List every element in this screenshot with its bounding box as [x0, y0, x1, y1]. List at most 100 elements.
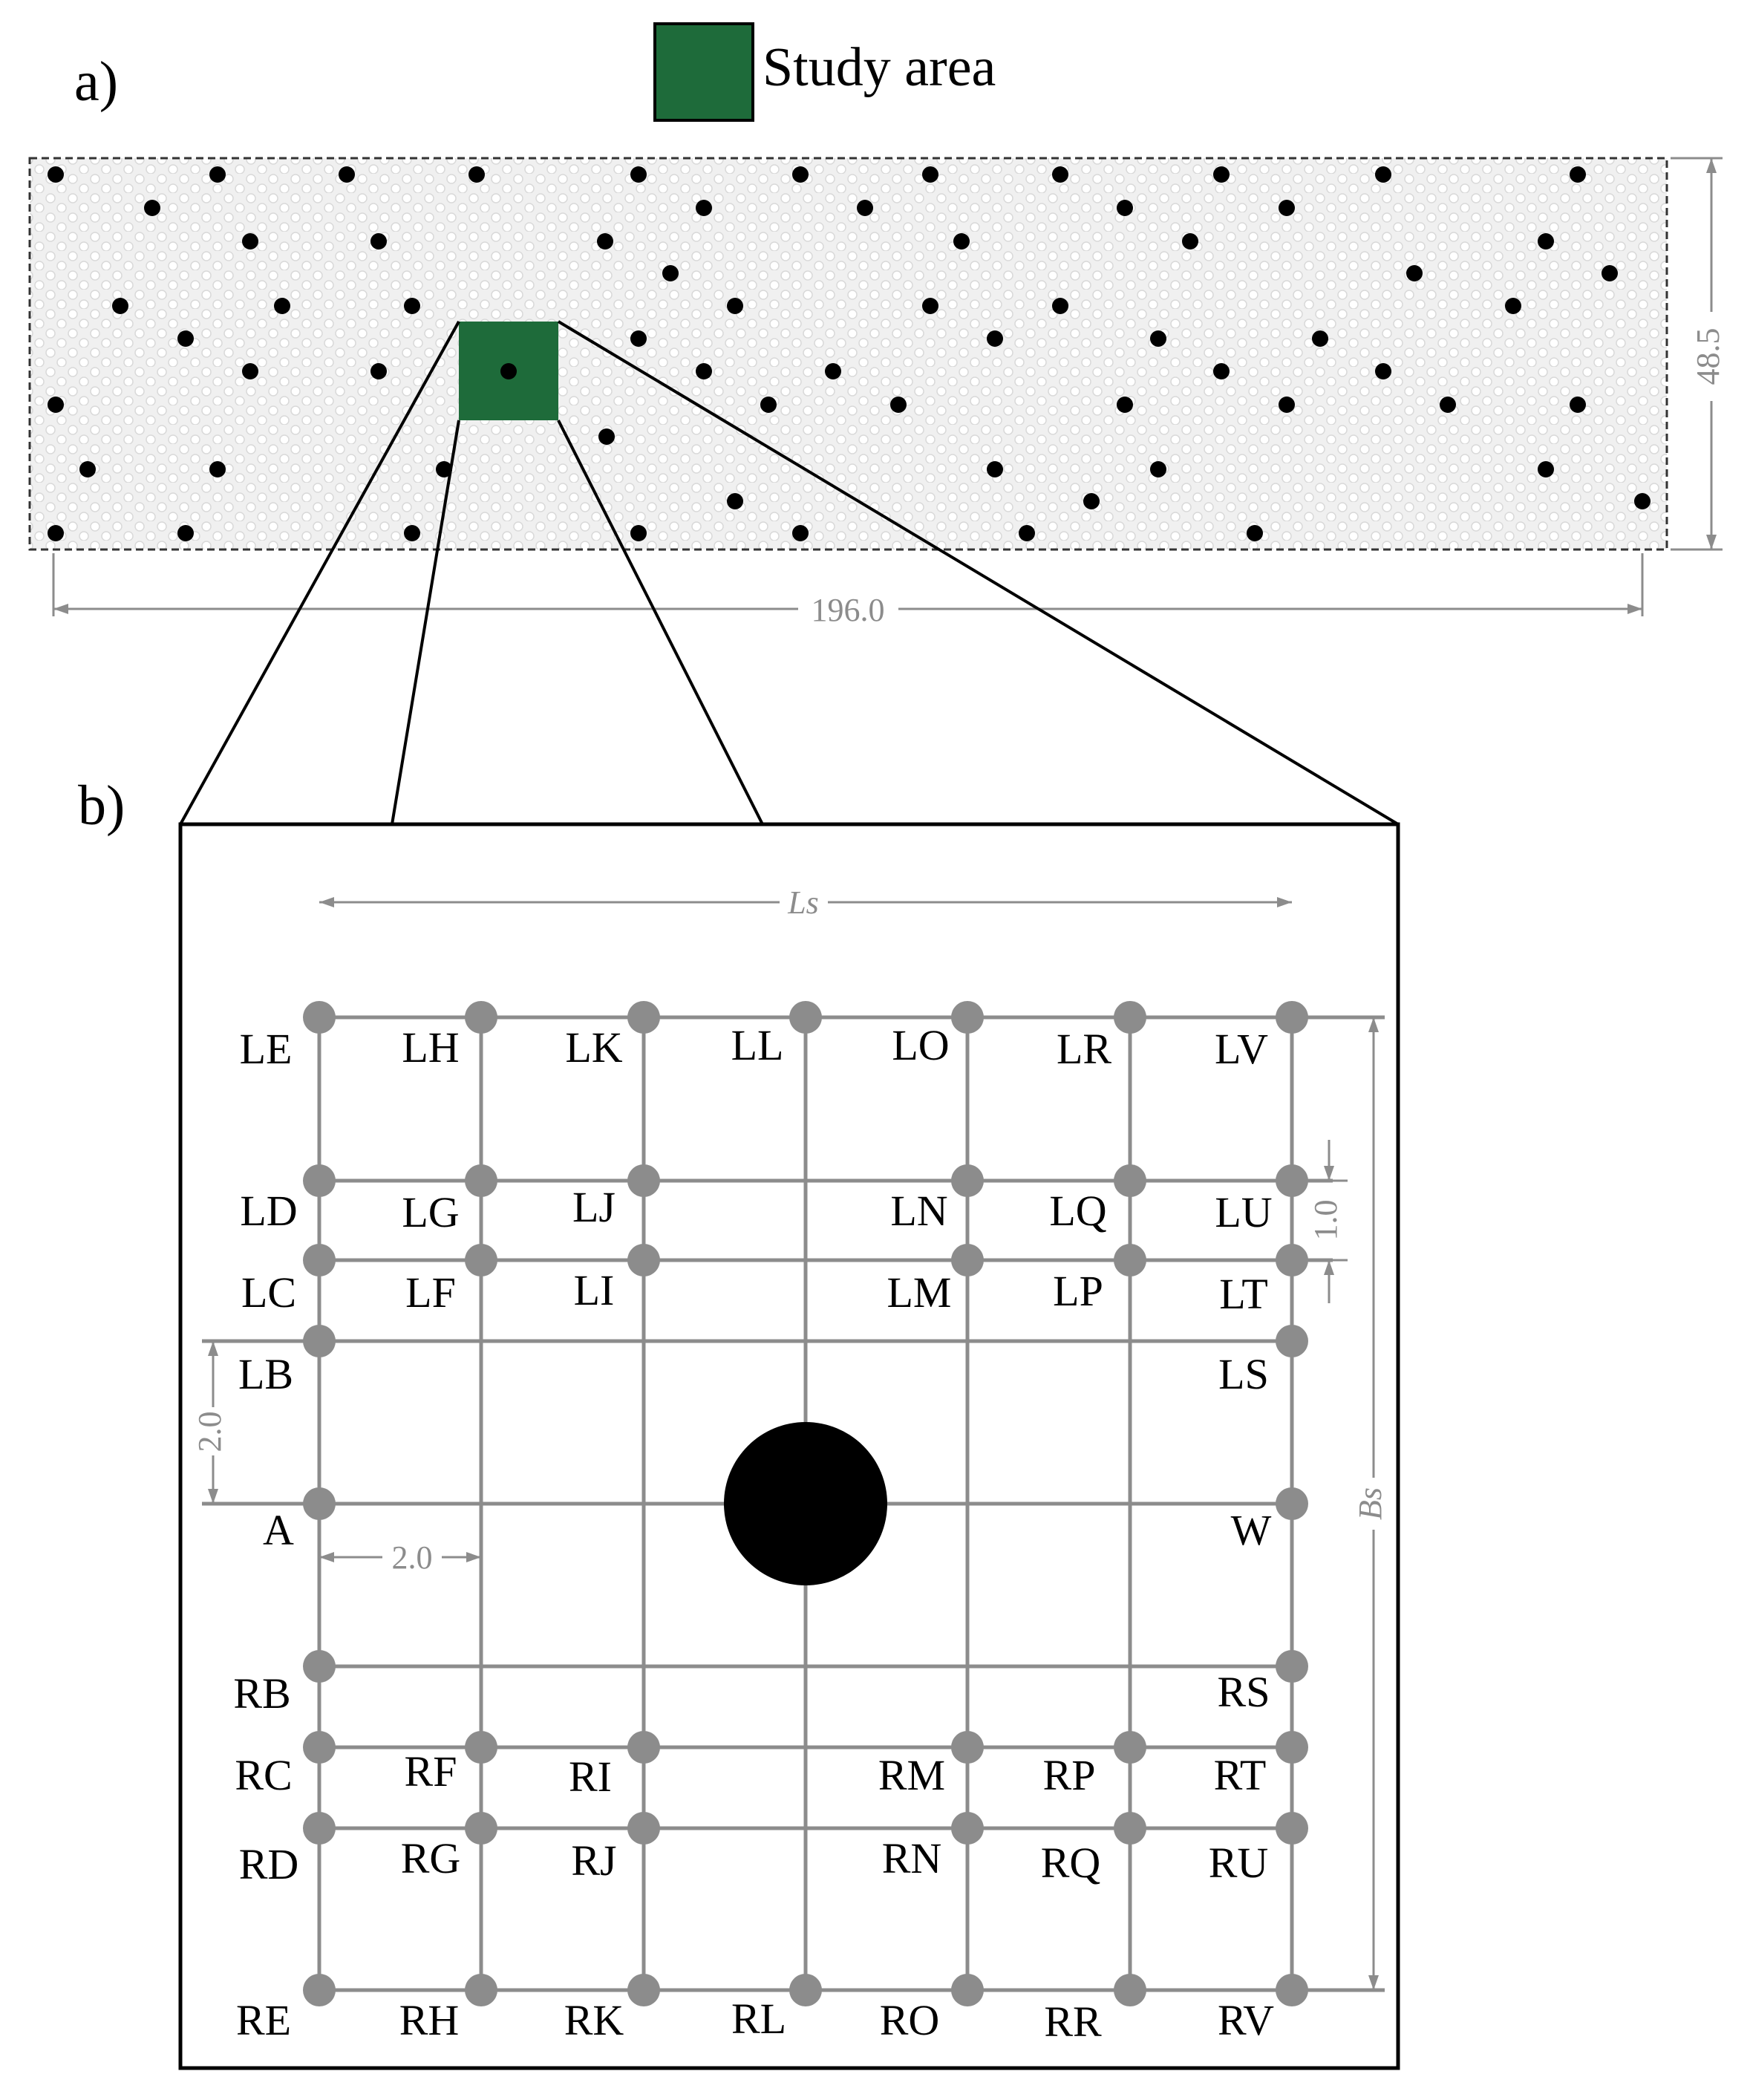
label-RT: RT — [1214, 1751, 1267, 1799]
bottom-spacing-label: 2.0 — [392, 1539, 433, 1576]
column-dot — [727, 298, 743, 314]
connector-inner-right — [557, 420, 764, 825]
measurement-node — [303, 1244, 336, 1276]
measurement-node — [951, 1812, 984, 1845]
label-LQ: LQ — [1049, 1187, 1106, 1235]
label-RS: RS — [1218, 1668, 1270, 1716]
column-dot — [825, 363, 841, 379]
measurement-node — [303, 1974, 336, 2006]
overview-area — [28, 157, 1668, 551]
column-dot — [370, 233, 387, 250]
small-spacing-arrow-bottom — [1324, 1260, 1334, 1275]
label-LE: LE — [240, 1025, 293, 1073]
measurement-node — [1276, 1325, 1308, 1357]
measurement-node — [303, 1164, 336, 1197]
column-dot — [1375, 363, 1391, 379]
column-dot — [922, 166, 938, 183]
measurement-node — [303, 1650, 336, 1683]
label-RD: RD — [239, 1840, 299, 1888]
measurement-node — [951, 1244, 984, 1276]
label-LB: LB — [238, 1350, 293, 1398]
column-dot — [1247, 525, 1263, 541]
panel-a-label: a) — [74, 50, 118, 113]
measurement-node — [1276, 1812, 1308, 1845]
column-dot — [630, 330, 647, 347]
label-LP: LP — [1053, 1267, 1103, 1315]
column-dot — [404, 525, 420, 541]
ls-dim-text: Ls — [787, 884, 819, 921]
column-dot — [1570, 397, 1586, 413]
column-dot — [1538, 461, 1554, 477]
column-dot — [987, 461, 1003, 477]
measurement-node — [627, 1001, 660, 1034]
measurement-node — [1276, 1487, 1308, 1520]
column-dot — [792, 166, 809, 183]
ls-dim-arrow-right — [1277, 897, 1292, 907]
connector-outer-left — [179, 321, 460, 825]
length-dim-label: 196.0 — [812, 592, 885, 628]
column-dot — [727, 493, 743, 509]
column-dot — [598, 428, 615, 445]
overview-panel: 196.0 48.5 — [28, 157, 1726, 628]
column-dot — [1117, 200, 1133, 216]
measurement-node — [1276, 1001, 1308, 1034]
label-LJ: LJ — [572, 1183, 616, 1231]
column-dot — [1634, 493, 1651, 509]
column-dot — [696, 363, 712, 379]
column-dot — [1150, 330, 1166, 347]
measurement-node — [1276, 1731, 1308, 1764]
label-RQ: RQ — [1041, 1839, 1101, 1887]
label-LM: LM — [887, 1268, 952, 1317]
measurement-node — [627, 1812, 660, 1845]
width-dim-label: 48.5 — [1690, 328, 1726, 385]
column-dot — [1182, 233, 1198, 250]
measurement-node — [303, 1001, 336, 1034]
label-A: A — [263, 1506, 294, 1554]
measurement-node — [1276, 1244, 1308, 1276]
column-dot — [792, 525, 809, 541]
measurement-node — [789, 1001, 822, 1034]
column-dot — [1019, 525, 1035, 541]
measurement-node — [627, 1164, 660, 1197]
column-cross-section — [724, 1422, 887, 1585]
label-LN: LN — [890, 1187, 947, 1235]
column-dot — [890, 397, 907, 413]
length-dim-arrow-left — [53, 604, 68, 614]
column-dot — [1150, 461, 1166, 477]
bs-dim-arrow-top — [1368, 1017, 1379, 1032]
column-dot — [177, 525, 194, 541]
measurement-node — [1114, 1731, 1146, 1764]
label-RU: RU — [1209, 1839, 1269, 1887]
study-area-column-dot — [500, 363, 517, 379]
column-dot — [468, 166, 485, 183]
label-RM: RM — [878, 1751, 945, 1799]
ls-dim-arrow-left — [319, 897, 334, 907]
column-dot — [1083, 493, 1100, 509]
measurement-node — [951, 1164, 984, 1197]
measurement-node — [1276, 1974, 1308, 2006]
label-LS: LS — [1218, 1350, 1269, 1398]
measurement-node — [465, 1001, 497, 1034]
bottom-spacing-arrow-left — [319, 1552, 334, 1562]
measurement-node — [789, 1974, 822, 2006]
measurement-nodes — [303, 1001, 1308, 2006]
measurement-node — [465, 1812, 497, 1845]
label-RB: RB — [233, 1669, 290, 1718]
column-dot — [1538, 233, 1554, 250]
node-labels: LE LH LK LL LO LR LV LD LG LJ LN LQ LU L… — [233, 1021, 1274, 2046]
bs-dim-arrow-bottom — [1368, 1975, 1379, 1990]
measurement-node — [465, 1974, 497, 2006]
column-dot — [630, 525, 647, 541]
label-RK: RK — [564, 1996, 624, 2044]
length-dim-arrow-right — [1627, 604, 1642, 614]
column-dot — [144, 200, 160, 216]
column-dot — [1052, 166, 1068, 183]
measurement-node — [1276, 1164, 1308, 1197]
measurement-node — [951, 1731, 984, 1764]
column-dot — [404, 298, 420, 314]
panel-b-label: b) — [78, 775, 125, 837]
label-RH: RH — [399, 1996, 460, 2044]
label-LG: LG — [402, 1188, 459, 1236]
measurement-node — [465, 1244, 497, 1276]
